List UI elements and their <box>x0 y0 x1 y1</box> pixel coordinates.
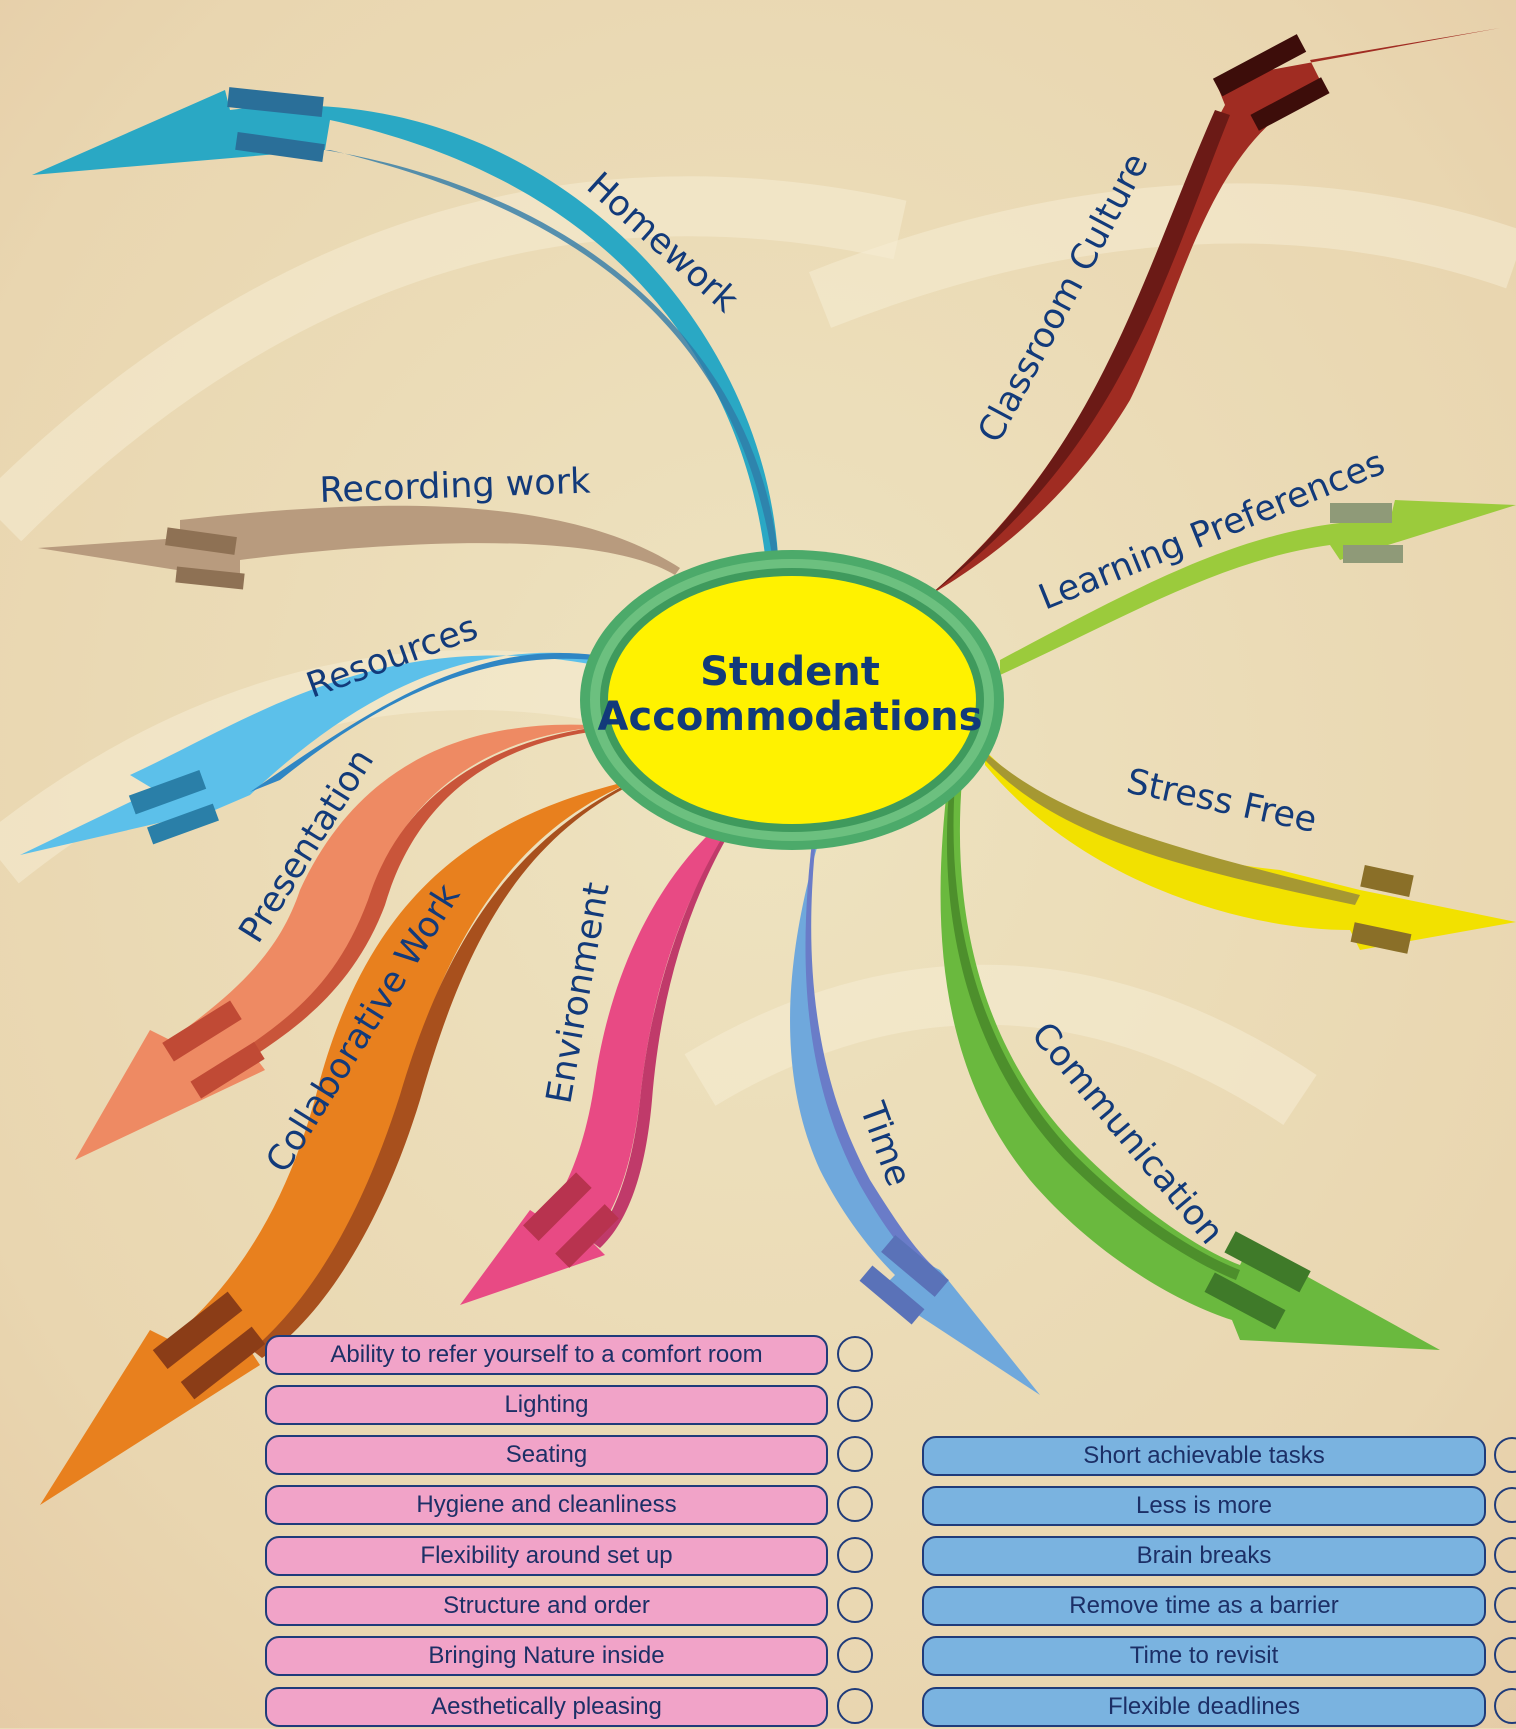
center-fill <box>608 576 976 824</box>
branch-learning-preferences <box>1000 500 1516 675</box>
branch-recording-work <box>38 505 680 590</box>
stress-free-band-2 <box>1350 922 1412 954</box>
presentation-arrow <box>75 724 590 1160</box>
resources-band-2 <box>147 803 219 845</box>
classroom-culture-band <box>1212 34 1307 97</box>
time-item-label: Flexible deadlines <box>922 1687 1486 1727</box>
environment-item-checkbox[interactable] <box>837 1386 873 1422</box>
classroom-culture-band-2 <box>1250 77 1330 131</box>
recording-work-band-2 <box>175 566 245 590</box>
time-item-label: Remove time as a barrier <box>922 1586 1486 1626</box>
environment-item-checkbox[interactable] <box>837 1688 873 1724</box>
branch-stress-free <box>985 750 1516 954</box>
branch-resources <box>20 652 595 855</box>
environment-item-label: Flexibility around set up <box>265 1536 828 1576</box>
learning-preferences-band-2 <box>1343 545 1403 563</box>
resources-arrow <box>20 652 595 855</box>
branch-time <box>790 818 1040 1395</box>
environment-arrow <box>460 828 730 1305</box>
homework-arrow-band-2 <box>235 131 325 163</box>
homework-arrow-shade <box>325 150 778 555</box>
label-recording-work: Recording work <box>319 462 592 511</box>
stress-free-band <box>1360 865 1414 897</box>
time-arrow-shade <box>805 818 935 1272</box>
collaborative-work-arrow <box>40 782 625 1505</box>
presentation-arrow-shade <box>250 728 590 1052</box>
resources-band <box>128 769 207 815</box>
center-node: Student Accommodations <box>580 550 1004 850</box>
branch-classroom-culture <box>930 28 1500 595</box>
classroom-culture-arrow-shade <box>930 110 1230 595</box>
environment-item-checkbox[interactable] <box>837 1587 873 1623</box>
branch-presentation <box>75 724 590 1160</box>
classroom-culture-arrow <box>930 28 1500 595</box>
recording-work-arrow <box>38 505 680 580</box>
branch-homework <box>32 87 778 555</box>
environment-item-label: Ability to refer yourself to a comfort r… <box>265 1335 828 1375</box>
environment-item-label: Structure and order <box>265 1586 828 1626</box>
environment-item-checkbox[interactable] <box>837 1637 873 1673</box>
environment-item-checkbox[interactable] <box>837 1537 873 1573</box>
center-title-line2: Accommodations <box>598 694 983 740</box>
environment-item-label: Aesthetically pleasing <box>265 1687 828 1727</box>
stress-free-arrow-shade <box>985 752 1360 905</box>
environment-item-label: Seating <box>265 1435 828 1475</box>
presentation-band-2 <box>190 1041 265 1099</box>
environment-item-label: Bringing Nature inside <box>265 1636 828 1676</box>
communication-arrow <box>940 780 1440 1350</box>
environment-band-2 <box>555 1204 619 1268</box>
recording-work-band <box>165 527 237 555</box>
branch-communication <box>940 780 1440 1350</box>
center-title-line1: Student <box>700 649 880 695</box>
presentation-band <box>162 1000 242 1062</box>
collaborative-work-band <box>152 1291 243 1370</box>
environment-item-checkbox[interactable] <box>837 1336 873 1372</box>
homework-arrow-band <box>227 87 324 117</box>
environment-item-label: Lighting <box>265 1385 828 1425</box>
environment-item-checkbox[interactable] <box>837 1486 873 1522</box>
learning-preferences-band <box>1330 503 1392 523</box>
time-band-2 <box>859 1265 925 1325</box>
branch-environment <box>460 828 730 1305</box>
time-item-label: Brain breaks <box>922 1536 1486 1576</box>
environment-band <box>523 1172 592 1241</box>
learning-preferences-arrow <box>1000 500 1516 675</box>
branch-collaborative-work <box>40 782 625 1505</box>
collaborative-work-band-2 <box>180 1326 266 1400</box>
time-item-label: Time to revisit <box>922 1636 1486 1676</box>
communication-band <box>1224 1231 1311 1293</box>
environment-item-checkbox[interactable] <box>837 1436 873 1472</box>
communication-band-2 <box>1204 1272 1286 1330</box>
time-band <box>881 1235 949 1297</box>
time-item-label: Short achievable tasks <box>922 1436 1486 1476</box>
communication-arrow-shade <box>946 780 1240 1280</box>
environment-item-label: Hygiene and cleanliness <box>265 1485 828 1525</box>
time-item-label: Less is more <box>922 1486 1486 1526</box>
stress-free-arrow <box>985 750 1516 950</box>
